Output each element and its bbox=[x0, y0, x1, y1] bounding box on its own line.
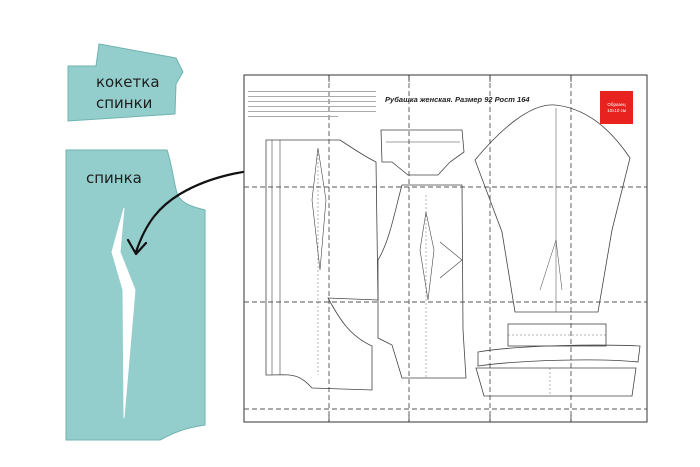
sheet-notes bbox=[248, 88, 376, 117]
back-piece bbox=[65, 149, 206, 441]
sheet-front-piece bbox=[377, 184, 467, 379]
sample-square: Образец 10х10 см bbox=[600, 91, 633, 124]
sheet-collar-band bbox=[477, 344, 641, 367]
sample-label-2: 10х10 см bbox=[607, 107, 626, 113]
back-label: спинка bbox=[86, 169, 142, 187]
yoke-label: кокетка спинки bbox=[96, 73, 160, 112]
back-yoke-piece bbox=[67, 43, 184, 122]
page-grid bbox=[244, 75, 647, 422]
sheet-sleeve-piece bbox=[474, 104, 631, 313]
pattern-sheet bbox=[243, 74, 648, 423]
sample-label-1: Образец bbox=[607, 101, 626, 107]
sheet-yoke-piece bbox=[380, 129, 465, 176]
back-dart bbox=[111, 207, 136, 419]
border-ticks bbox=[328, 75, 572, 422]
sheet-collar-piece bbox=[475, 367, 637, 397]
sheet-back-piece bbox=[265, 139, 379, 391]
sheet-title: Рубашка женская. Размер 92 Рост 164 bbox=[385, 95, 530, 104]
